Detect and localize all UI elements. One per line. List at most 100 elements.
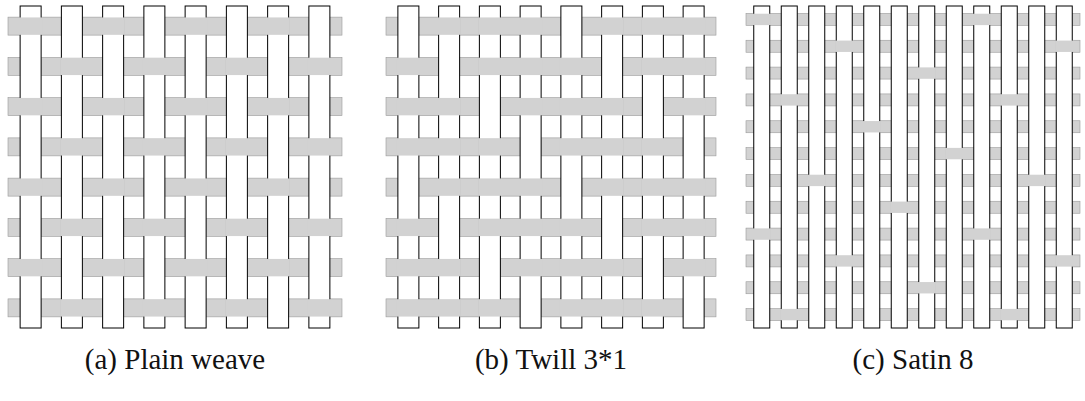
- weft-float: [641, 138, 664, 155]
- weft-float: [890, 202, 908, 213]
- weft-yarn: [8, 98, 342, 116]
- weft-float: [682, 259, 705, 276]
- weft-float: [101, 178, 124, 195]
- weft-float: [60, 299, 83, 316]
- figure-caption: (b) Twill 3*1: [475, 343, 627, 376]
- weft-float: [918, 282, 936, 293]
- weft-float: [101, 98, 124, 115]
- weft-float: [397, 259, 420, 276]
- weft-yarn: [8, 17, 342, 35]
- weft-float: [973, 14, 991, 25]
- warp-yarn: [561, 6, 582, 328]
- weft-float: [19, 17, 42, 34]
- weft-yarn: [8, 57, 342, 75]
- warp-yarn: [946, 6, 962, 328]
- warp-yarn: [398, 6, 419, 328]
- weft-yarn: [386, 98, 716, 116]
- weft-float: [682, 98, 705, 115]
- weft-float: [143, 138, 166, 155]
- weft-float: [835, 255, 853, 266]
- warp-yarn: [309, 6, 330, 328]
- weft-float: [560, 299, 583, 316]
- weft-float: [753, 228, 771, 239]
- weft-yarn: [386, 57, 716, 75]
- weft-float: [19, 178, 42, 195]
- weft-float: [519, 58, 542, 75]
- weft-float: [60, 219, 83, 236]
- weft-float: [1055, 255, 1073, 266]
- warp-yarn: [809, 6, 825, 328]
- figure-caption: (a) Plain weave: [85, 343, 265, 376]
- weft-float: [682, 58, 705, 75]
- weft-float: [682, 219, 705, 236]
- weft-float: [266, 98, 289, 115]
- warp-yarn: [226, 6, 247, 328]
- weft-float: [918, 67, 936, 78]
- weft-float: [519, 98, 542, 115]
- weft-float: [308, 58, 331, 75]
- warp-yarn: [185, 6, 206, 328]
- weft-float: [600, 98, 623, 115]
- weft-float: [600, 138, 623, 155]
- weft-float: [266, 259, 289, 276]
- weft-float: [437, 17, 460, 34]
- weft-float: [184, 98, 207, 115]
- weft-float: [560, 98, 583, 115]
- warp-yarn: [683, 6, 704, 328]
- weft-yarn: [386, 178, 716, 196]
- weft-float: [143, 58, 166, 75]
- weft-float: [266, 178, 289, 195]
- weft-yarn: [8, 259, 342, 277]
- weft-float: [519, 178, 542, 195]
- weft-float: [437, 98, 460, 115]
- warp-yarn: [439, 6, 460, 328]
- weft-float: [519, 219, 542, 236]
- weft-float: [1000, 94, 1018, 105]
- weft-float: [225, 58, 248, 75]
- weft-float: [225, 299, 248, 316]
- weft-float: [641, 17, 664, 34]
- weft-float: [560, 58, 583, 75]
- weft-float: [478, 219, 501, 236]
- weft-float: [101, 17, 124, 34]
- weft-float: [519, 259, 542, 276]
- weft-float: [863, 121, 881, 132]
- warp-yarn: [919, 6, 935, 328]
- weft-float: [437, 299, 460, 316]
- weft-float: [641, 219, 664, 236]
- weft-float: [184, 259, 207, 276]
- warp-yarn: [754, 6, 770, 328]
- weft-float: [184, 17, 207, 34]
- weft-float: [600, 178, 623, 195]
- weft-float: [808, 175, 826, 186]
- weft-float: [143, 219, 166, 236]
- weft-float: [641, 299, 664, 316]
- figure-caption: (c) Satin 8: [853, 343, 974, 376]
- warp-yarn: [1056, 6, 1072, 328]
- satin-weave-figure: [746, 6, 1080, 328]
- weft-float: [780, 309, 798, 320]
- weft-float: [600, 259, 623, 276]
- weft-float: [308, 138, 331, 155]
- weft-float: [478, 178, 501, 195]
- weft-float: [60, 58, 83, 75]
- weft-float: [478, 138, 501, 155]
- weft-float: [397, 219, 420, 236]
- weft-float: [225, 138, 248, 155]
- warp-yarn: [602, 6, 623, 328]
- weft-float: [19, 98, 42, 115]
- warp-yarn: [20, 6, 41, 328]
- weft-float: [1028, 175, 1046, 186]
- weft-float: [945, 148, 963, 159]
- warp-yarn: [891, 6, 907, 328]
- weft-float: [600, 299, 623, 316]
- warp-yarn: [103, 6, 124, 328]
- weft-yarn: [8, 178, 342, 196]
- weft-float: [780, 94, 798, 105]
- weft-float: [641, 58, 664, 75]
- weft-float: [19, 259, 42, 276]
- weft-yarn: [8, 138, 342, 156]
- weft-float: [397, 58, 420, 75]
- warp-yarn: [479, 6, 500, 328]
- weft-yarn: [386, 218, 716, 236]
